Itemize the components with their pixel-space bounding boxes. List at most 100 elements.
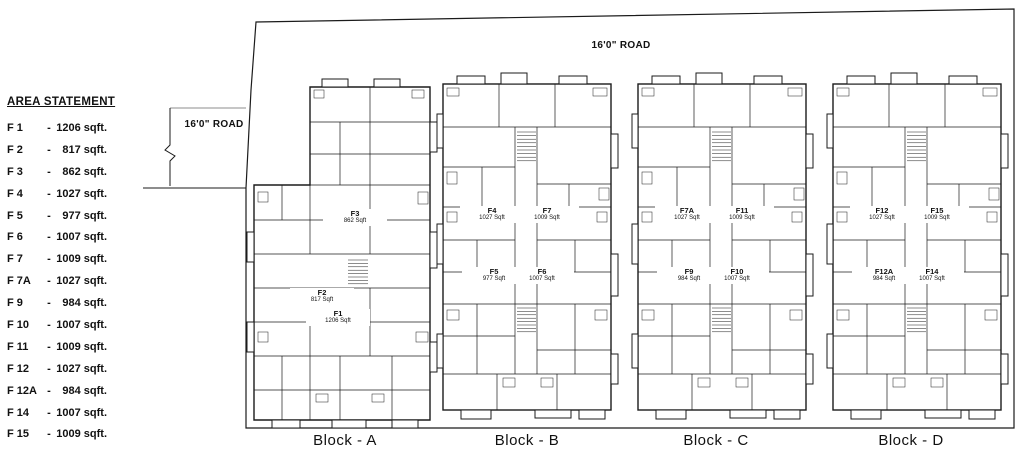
- unit-id: F12A: [874, 267, 894, 276]
- road-edge-left: [164, 108, 176, 186]
- unit-area: 1007 Sqft: [529, 276, 555, 283]
- block-plan: [436, 72, 619, 420]
- flat-area: 1027 sqft.: [56, 275, 107, 288]
- road-label-left: 16'0" ROAD: [184, 119, 244, 130]
- unit-area: 1009 Sqft: [924, 215, 950, 222]
- flat-area: 1009 sqft.: [56, 428, 107, 441]
- flat-id: F 10: [7, 318, 30, 331]
- flat-separator: -: [47, 406, 51, 419]
- area-row: F 7A -1027 sqft.: [7, 270, 107, 292]
- flat-separator: -: [47, 187, 51, 200]
- unit-id: F3: [350, 209, 360, 218]
- flat-separator: -: [47, 143, 51, 156]
- flat-id: F 15: [7, 428, 30, 441]
- flat-area: 1027 sqft.: [56, 362, 107, 375]
- flat-separator: -: [47, 165, 51, 178]
- flat-id: F 7: [7, 253, 23, 266]
- area-statement-title: AREA STATEMENT: [7, 96, 116, 108]
- flat-separator: -: [47, 209, 51, 222]
- block-name-label: Block - D: [878, 432, 944, 449]
- flat-id: F 5: [7, 209, 23, 222]
- area-row: F 10-1007 sqft.: [7, 314, 107, 336]
- area-row: F 11 -1009 sqft.: [7, 336, 107, 358]
- area-row: F 3-862 sqft.: [7, 161, 107, 183]
- block-plan: [826, 72, 1009, 420]
- unit-area: 984 Sqft: [872, 276, 896, 283]
- flat-separator: -: [47, 384, 51, 397]
- area-row: F 14 -1007 sqft.: [7, 402, 107, 424]
- flat-id: F 1: [7, 121, 23, 134]
- block-plan: [246, 78, 438, 429]
- flat-area: 977 sqft.: [62, 209, 107, 222]
- unit-area: 1206 Sqft: [325, 318, 351, 325]
- flat-id: F 7A: [7, 275, 31, 288]
- unit-area: 1007 Sqft: [919, 276, 945, 283]
- flat-separator: -: [47, 428, 51, 441]
- flat-id: F 12: [7, 362, 30, 375]
- area-row: F 12-1027 sqft.: [7, 358, 107, 380]
- flat-area: 1027 sqft.: [56, 187, 107, 200]
- flat-id: F 12A: [7, 384, 37, 397]
- area-row: F 7-1009 sqft.: [7, 248, 107, 270]
- unit-id: F15: [930, 206, 944, 215]
- flat-area: 984 sqft.: [62, 384, 107, 397]
- flat-separator: -: [47, 297, 51, 310]
- flat-area: 1009 sqft.: [56, 340, 107, 353]
- unit-id: F7: [542, 206, 552, 215]
- block-plan: [631, 72, 814, 420]
- flat-id: F 14: [7, 406, 30, 419]
- road-label-top: 16'0" ROAD: [591, 40, 651, 51]
- area-row: F 9 -984 sqft.: [7, 292, 107, 314]
- unit-id: F1: [333, 309, 343, 318]
- flat-separator: -: [47, 231, 51, 244]
- flat-area: 817 sqft.: [62, 143, 107, 156]
- flat-separator: -: [47, 340, 51, 353]
- block-name-label: Block - C: [683, 432, 749, 449]
- unit-id: F10: [730, 267, 744, 276]
- area-row: F 5 -977 sqft.: [7, 205, 107, 227]
- block-name-label: Block - B: [494, 432, 560, 449]
- area-row: F 15 -1009 sqft.: [7, 423, 107, 445]
- flat-id: F 2: [7, 143, 23, 156]
- unit-area: 1007 Sqft: [724, 276, 750, 283]
- unit-id: F14: [925, 267, 939, 276]
- flat-id: F 9: [7, 297, 23, 310]
- flat-separator: -: [47, 253, 51, 266]
- unit-id: F7A: [679, 206, 695, 215]
- flat-area: 1007 sqft.: [56, 406, 107, 419]
- unit-area: 1009 Sqft: [534, 215, 560, 222]
- flat-id: F 3: [7, 165, 23, 178]
- unit-id: F9: [684, 267, 694, 276]
- unit-area: 977 Sqft: [482, 276, 506, 283]
- flat-separator: -: [47, 318, 51, 331]
- site-boundary: [245, 8, 1015, 429]
- unit-id: F5: [489, 267, 499, 276]
- block-name-label: Block - A: [313, 432, 377, 449]
- flat-area: 984 sqft.: [62, 297, 107, 310]
- unit-area: 1027 Sqft: [479, 215, 505, 222]
- unit-id: F11: [735, 206, 749, 215]
- flat-area: 1007 sqft.: [56, 231, 107, 244]
- unit-id: F4: [487, 206, 497, 215]
- area-statement: AREA STATEMENT F 1-1206 sqft.F 2-817 sqf…: [7, 96, 116, 445]
- unit-id: F12: [875, 206, 889, 215]
- unit-area: 1027 Sqft: [869, 215, 895, 222]
- area-row: F 4-1027 sqft.: [7, 183, 107, 205]
- flat-id: F 11: [7, 340, 29, 353]
- unit-area: 984 Sqft: [677, 276, 701, 283]
- flat-separator: -: [47, 121, 51, 134]
- area-statement-rows: F 1-1206 sqft.F 2-817 sqft.F 3-862 sqft.…: [7, 117, 107, 445]
- unit-area: 817 Sqft: [310, 297, 334, 304]
- flat-separator: -: [47, 275, 51, 288]
